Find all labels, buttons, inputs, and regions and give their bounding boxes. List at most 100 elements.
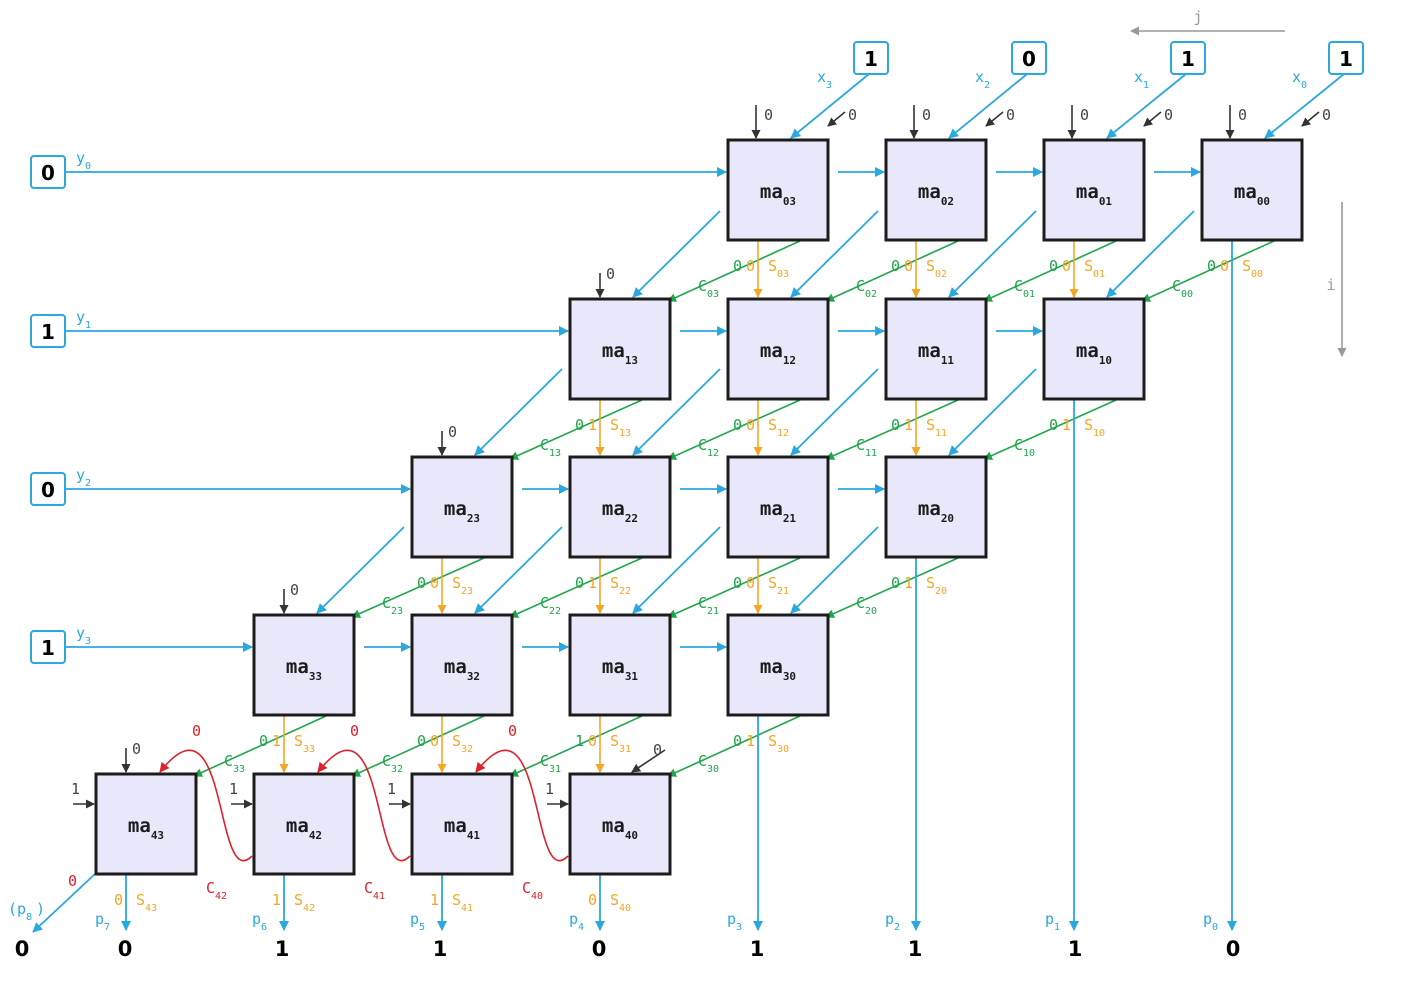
ma-cell-label-sub: 42 <box>309 829 322 842</box>
sum-label-sub: 21 <box>777 586 789 597</box>
product-label-main: p <box>727 910 736 928</box>
one-in-label: 1 <box>71 780 80 798</box>
ma-cell-label-main: ma <box>602 340 625 362</box>
product-label-sub: 2 <box>894 922 900 933</box>
x-input-label-sub: 0 <box>1301 80 1307 91</box>
sum-label-main: S <box>1084 416 1093 434</box>
p8-label: (p8 <box>8 900 32 923</box>
x-diag-wire <box>1106 210 1195 298</box>
ma-cell-label-sub: 20 <box>941 512 954 525</box>
y-input-label: y3 <box>76 624 91 647</box>
sum-label-main: S <box>768 732 777 750</box>
product-label: p5 <box>410 910 425 933</box>
ma-cell-label: ma11 <box>918 340 955 367</box>
carry-value: 0 <box>733 416 742 434</box>
ma-cell <box>1200 138 1304 242</box>
carry-label-main: C <box>1014 436 1023 454</box>
sum-label-main: S <box>610 574 619 592</box>
x-input-label-main: x <box>1134 68 1143 86</box>
ma-cell-label: ma10 <box>1076 340 1112 367</box>
product-label-main: p <box>95 910 104 928</box>
j-axis-label: j <box>1193 8 1202 26</box>
sum-label-main: S <box>452 574 461 592</box>
zero-in-label: 0 <box>606 265 615 283</box>
sum-label: S02 <box>926 257 947 280</box>
ma-cell-label: ma13 <box>602 340 638 367</box>
product-label-sub: 1 <box>1054 922 1060 933</box>
sum-value: 0 <box>746 574 755 592</box>
carry-label-main: C <box>1014 277 1023 295</box>
carry-wire <box>667 399 801 460</box>
ma-cell-label: ma43 <box>128 815 164 842</box>
sum-value: 1 <box>588 416 597 434</box>
sum-label: S11 <box>926 416 947 439</box>
p8-label-sub: 8 <box>26 912 32 923</box>
sum-value: 1 <box>588 574 597 592</box>
zero-in-label: 0 <box>922 106 931 124</box>
carry-wire <box>825 399 959 460</box>
carry-label-main: C <box>856 436 865 454</box>
carry-label-main: C <box>856 277 865 295</box>
product-value: 1 <box>1068 937 1083 961</box>
zero-carry-label: 0 <box>1164 106 1173 124</box>
carry-label-main: C <box>540 752 549 770</box>
x-input-wire <box>948 73 1028 139</box>
sum-value: 1 <box>272 891 281 909</box>
x-input-box <box>1328 41 1364 75</box>
ma-cell-label-main: ma <box>918 181 941 203</box>
x-diag-wire <box>948 368 1037 456</box>
product-value: 1 <box>433 937 448 961</box>
ma-cell-label-sub: 40 <box>625 829 638 842</box>
zero-in-label: 0 <box>132 740 141 758</box>
sum-value: 0 <box>114 891 123 909</box>
carry-label: C23 <box>382 594 403 617</box>
sum-label-main: S <box>610 891 619 909</box>
ma-cell-label-main: ma <box>286 656 309 678</box>
sum-value: 0 <box>904 257 913 275</box>
final-carry-label: C40 <box>522 879 543 902</box>
product-label-sub: 4 <box>578 922 584 933</box>
ma-cell-label: ma33 <box>286 656 322 683</box>
ma-cell-label-sub: 11 <box>941 354 955 367</box>
sum-label-sub: 03 <box>777 269 789 280</box>
zero-carry-label: 0 <box>1322 106 1331 124</box>
carry-label: C02 <box>856 277 877 300</box>
zero-carry-arrow <box>985 111 1004 127</box>
sum-label-sub: 01 <box>1093 269 1105 280</box>
x-input-label-main: x <box>1292 68 1301 86</box>
sum-value: 1 <box>746 732 755 750</box>
carry-label: C00 <box>1172 277 1193 300</box>
x-input-wire <box>1106 73 1187 139</box>
product-value: 1 <box>750 937 765 961</box>
ma-cell-label-main: ma <box>128 815 151 837</box>
zero-in-label: 0 <box>1080 106 1089 124</box>
x-diag-wire <box>948 210 1037 298</box>
final-carry-wire <box>159 749 253 862</box>
ma-cell-label: ma20 <box>918 498 954 525</box>
ma-cell-label-main: ma <box>1076 181 1099 203</box>
ma-cell-label-sub: 32 <box>467 670 480 683</box>
x-input-label: x2 <box>975 68 990 91</box>
sum-label-main: S <box>136 891 145 909</box>
sum-label-sub: 12 <box>777 428 789 439</box>
sum-label-main: S <box>926 257 935 275</box>
product-label-sub: 0 <box>1212 922 1218 933</box>
ma-cell-label-sub: 13 <box>625 354 638 367</box>
ma-cell <box>252 613 356 717</box>
y-input-value: 1 <box>41 320 55 344</box>
sum-value: 1 <box>272 732 281 750</box>
y-input-label-sub: 3 <box>85 636 91 647</box>
product-label-main: p <box>569 910 578 928</box>
sum-label-sub: 11 <box>935 428 947 439</box>
carry-label: C33 <box>224 752 245 775</box>
ma-cell-label-sub: 00 <box>1257 195 1270 208</box>
carry-wire <box>509 715 643 777</box>
sum-label-main: S <box>610 732 619 750</box>
zero-carry-label: 0 <box>653 741 662 759</box>
sum-label-main: S <box>294 891 303 909</box>
ma-cell-label-sub: 23 <box>467 512 480 525</box>
carry-label-sub: 20 <box>865 606 877 617</box>
final-carry-label-sub: 42 <box>215 891 227 902</box>
